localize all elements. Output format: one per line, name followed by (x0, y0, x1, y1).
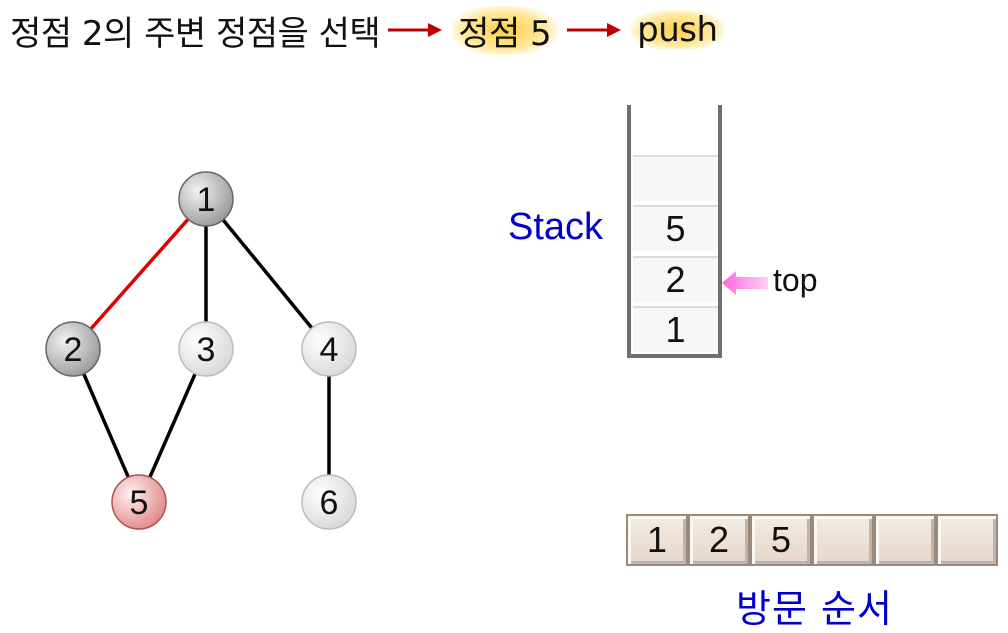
vertex-circle (178, 171, 234, 227)
visit-order-caption: 방문 순서 (736, 587, 893, 631)
visit-order-cell: 2 (688, 514, 750, 566)
visit-order-cell: 1 (626, 514, 688, 566)
vertex-4: 4 (301, 321, 357, 377)
visit-order-cell (812, 514, 874, 566)
stack-cell-top: 2 (633, 256, 718, 302)
vertex-1: 1 (178, 171, 234, 227)
top-pointer-arrow-icon (722, 271, 768, 295)
visit-order-array: 1 2 5 (626, 514, 998, 566)
vertex-label: 5 (130, 484, 149, 522)
vertex-label: 4 (320, 331, 339, 369)
visit-order-cell: 5 (750, 514, 812, 566)
vertex-3: 3 (178, 321, 234, 377)
vertex-circle (45, 321, 101, 377)
vertex-2: 2 (45, 321, 101, 377)
vertex-label: 1 (197, 181, 216, 219)
title-selected-vertex: 정점 5 (452, 5, 558, 55)
edge-1-2 (71, 197, 208, 351)
right-arrow-icon (567, 23, 622, 37)
visit-order-cell (874, 514, 936, 566)
stack-label: Stack (508, 206, 604, 248)
stack-bottom (627, 354, 722, 358)
vertex-circle (301, 474, 357, 530)
stack-cell-empty (633, 155, 718, 201)
stack-left-wall (627, 105, 631, 358)
stack-cell: 1 (633, 306, 718, 352)
title-bar: 정점 2의 주변 정점을 선택 정점 5 push (10, 4, 726, 56)
right-arrow-icon (388, 23, 443, 37)
vertex-6: 6 (301, 474, 357, 530)
vertex-circle (301, 321, 357, 377)
edge-2-5 (71, 348, 141, 503)
title-step-description: 정점 2의 주변 정점을 선택 (10, 13, 381, 54)
graph-diagram: 1 2 3 4 5 6 (45, 171, 357, 530)
stack-top-label: top (773, 262, 818, 298)
vertex-5: 5 (111, 474, 167, 530)
vertex-label: 2 (64, 331, 83, 369)
visit-order-cell (936, 514, 998, 566)
stack-cell: 5 (633, 205, 718, 251)
stack-right-wall (718, 105, 722, 358)
title-action: push (631, 10, 724, 50)
vertex-label: 3 (197, 331, 216, 369)
edge-1-4 (204, 197, 331, 351)
vertex-circle (111, 474, 167, 530)
edge-3-5 (137, 348, 208, 503)
vertex-circle (178, 321, 234, 377)
vertex-label: 6 (320, 484, 339, 522)
